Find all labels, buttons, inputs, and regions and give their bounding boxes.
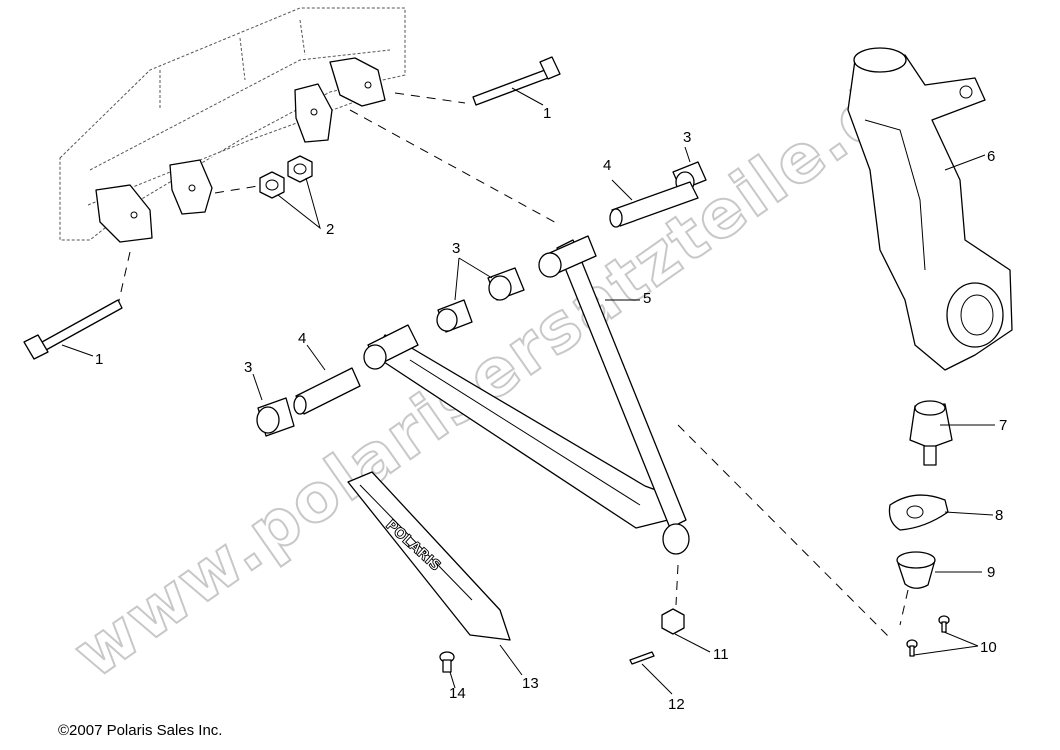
small-bolt	[439, 651, 455, 673]
callout-3-top: 3	[683, 129, 691, 146]
callout-4-top: 4	[603, 157, 611, 174]
a-arm	[363, 235, 690, 555]
callout-7: 7	[999, 417, 1007, 434]
castle-nut	[661, 608, 685, 635]
bolt-upper	[472, 56, 561, 106]
mounting-plate	[888, 494, 949, 531]
nuts	[259, 155, 313, 199]
chassis-frame	[59, 7, 406, 243]
screws	[906, 615, 950, 657]
callout-11: 11	[713, 646, 729, 663]
a-arm-guard: POLARIS	[347, 471, 511, 641]
callout-13: 13	[522, 675, 539, 692]
callout-5: 5	[643, 290, 651, 307]
copyright-notice: ©2007 Polaris Sales Inc.	[58, 722, 223, 739]
steering-knuckle	[847, 47, 1013, 371]
dust-cap	[896, 551, 936, 589]
bushings	[256, 161, 707, 437]
bolt-lower	[23, 299, 123, 360]
callout-9: 9	[987, 564, 995, 581]
callout-1-upper: 1	[543, 105, 551, 122]
callout-6: 6	[987, 148, 995, 165]
assembly-lines	[117, 92, 909, 639]
callout-1-lower: 1	[95, 351, 103, 368]
leader-lines	[61, 87, 995, 695]
callout-14: 14	[449, 685, 466, 702]
callouts: 1 1 2 3 3 3 4 4 5 6 7 8 9 10 11 12 13 14	[95, 105, 1007, 713]
callout-8: 8	[995, 507, 1003, 524]
callout-10: 10	[980, 639, 997, 656]
cotter-pin	[629, 651, 655, 665]
callout-2: 2	[326, 221, 334, 238]
sleeves	[293, 181, 699, 415]
callout-3-middle: 3	[452, 240, 460, 257]
ball-joint	[909, 400, 953, 466]
callout-3-left: 3	[244, 359, 252, 376]
callout-12: 12	[668, 696, 685, 713]
callout-4-left: 4	[298, 330, 306, 347]
